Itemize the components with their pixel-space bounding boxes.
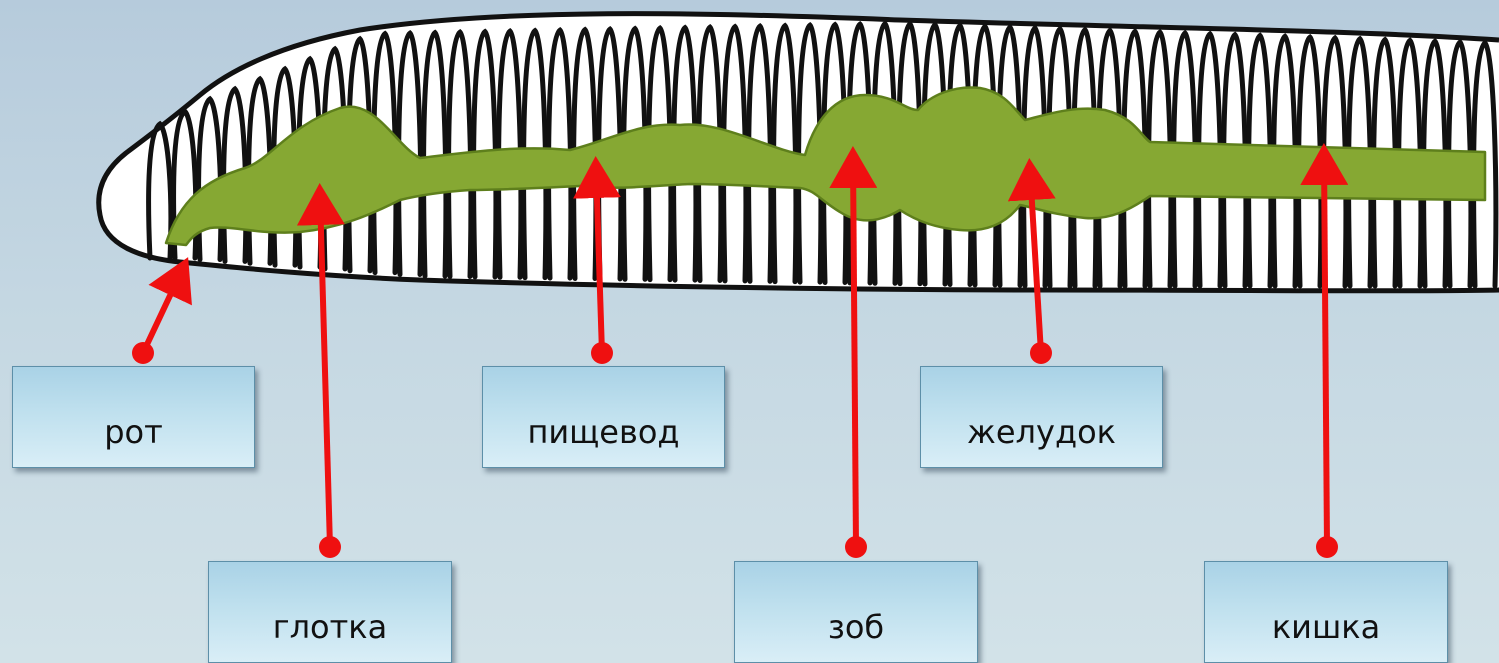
- label-glotka: глотка: [208, 561, 452, 663]
- label-pishchevod: пищевод: [482, 366, 725, 468]
- label-kishka: кишка: [1204, 561, 1448, 663]
- label-kishka-text: кишка: [1205, 600, 1447, 655]
- label-rot: рот: [12, 366, 255, 468]
- label-zheludok: желудок: [920, 366, 1163, 468]
- label-zob-text: зоб: [735, 600, 977, 655]
- label-zheludok-text: желудок: [921, 405, 1162, 460]
- arrow-rot: [132, 268, 183, 364]
- label-glotka-text: глотка: [209, 600, 451, 655]
- label-pishchevod-text: пищевод: [483, 405, 724, 460]
- label-rot-text: рот: [13, 405, 254, 460]
- label-zob: зоб: [734, 561, 978, 663]
